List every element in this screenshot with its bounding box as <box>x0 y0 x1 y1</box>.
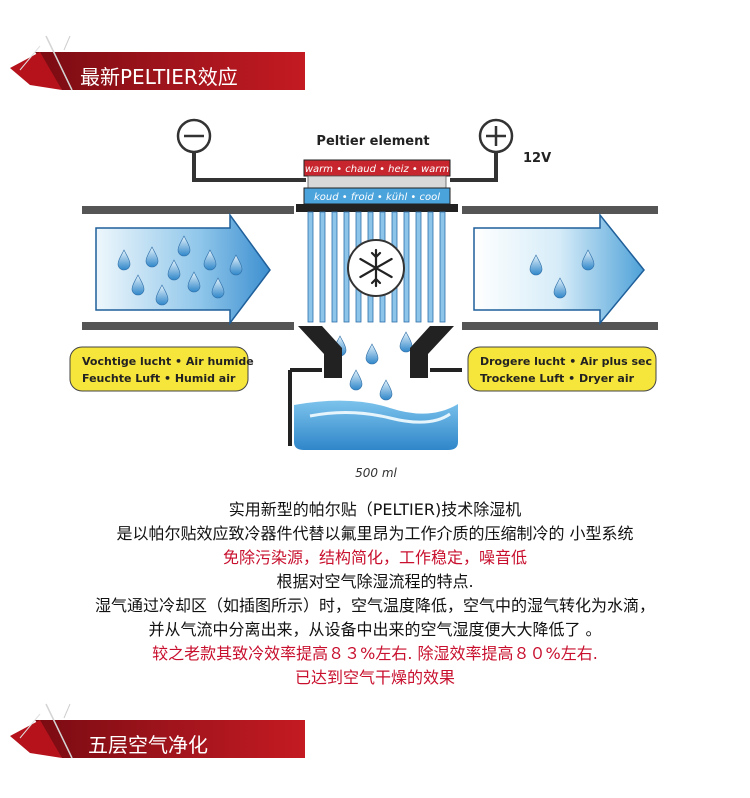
section-title: 五层空气净化 <box>88 733 208 757</box>
description-line: 湿气通过冷却区（如插图所示）时，空气温度降低，空气中的湿气转化为水滴， <box>94 596 655 615</box>
heat-sink-fin <box>331 211 338 323</box>
voltage-label: 12V <box>523 151 551 166</box>
electrical-wiring <box>192 150 498 182</box>
description-highlight: 较之老款其致冷效率提高８３%左右. 除湿效率提高８０%左右. <box>152 644 598 663</box>
heat-sink-fin <box>427 211 434 323</box>
description-block: 实用新型的帕尔贴（PELTIER)技术除湿机 是以帕尔贴效应致冷器件代替以氟里昂… <box>0 498 750 690</box>
description-highlight: 免除污染源，结构简化，工作稳定，噪音低 <box>222 548 527 567</box>
peltier-diagram: Peltier element 12V warm • chaud • heiz … <box>69 118 658 480</box>
ceramic-layer <box>307 175 447 189</box>
description-line: 实用新型的帕尔贴（PELTIER)技术除湿机 <box>228 500 522 519</box>
minus-terminal-icon <box>176 118 212 154</box>
air-duct <box>82 204 658 330</box>
svg-text:Feuchte Luft • Humid air: Feuchte Luft • Humid air <box>82 372 236 385</box>
humid-air-arrow-icon <box>95 212 271 326</box>
dry-air-arrow-icon <box>473 212 645 326</box>
volume-label: 500 ml <box>355 466 397 480</box>
water-container <box>288 368 462 450</box>
section-banner-bottom: 五层空气净化 <box>0 700 750 790</box>
snowflake-icon <box>347 239 405 297</box>
svg-text:Vochtige lucht • Air humide: Vochtige lucht • Air humide <box>82 355 254 368</box>
heat-sink-fin <box>307 211 314 323</box>
peltier-title: Peltier element <box>316 134 429 149</box>
description-line: 是以帕尔贴效应致冷器件代替以氟里昂为工作介质的压缩制冷的 小型系统 <box>116 524 634 543</box>
heat-sink-fin <box>319 211 326 323</box>
banner-background <box>10 35 305 91</box>
cool-label: koud • froid • kühl • cool <box>314 192 440 203</box>
dry-air-label: Drogere lucht • Air plus sec Trockene Lu… <box>467 346 657 392</box>
section-banner-top: 最新PELTIER效应 <box>0 30 750 120</box>
banner-background <box>10 703 305 759</box>
description-highlight: 已达到空气干燥的效果 <box>294 668 455 687</box>
plus-terminal-icon <box>478 118 514 154</box>
section-title: 最新PELTIER效应 <box>80 65 238 89</box>
humid-air-label: Vochtige lucht • Air humide Feuchte Luft… <box>69 346 254 392</box>
description-line: 根据对空气除湿流程的特点. <box>276 572 474 591</box>
heat-sink-fin <box>439 211 446 323</box>
svg-text:Drogere lucht • Air plus sec: Drogere lucht • Air plus sec <box>480 355 652 368</box>
svg-text:Trockene Luft • Dryer air: Trockene Luft • Dryer air <box>480 372 635 385</box>
collection-funnel <box>298 326 454 378</box>
warm-label: warm • chaud • heiz • warm <box>305 164 450 175</box>
description-line: 并从气流中分离出来，从设备中出来的空气湿度便大大降低了 。 <box>148 620 602 639</box>
heat-sink-fin <box>415 211 422 323</box>
